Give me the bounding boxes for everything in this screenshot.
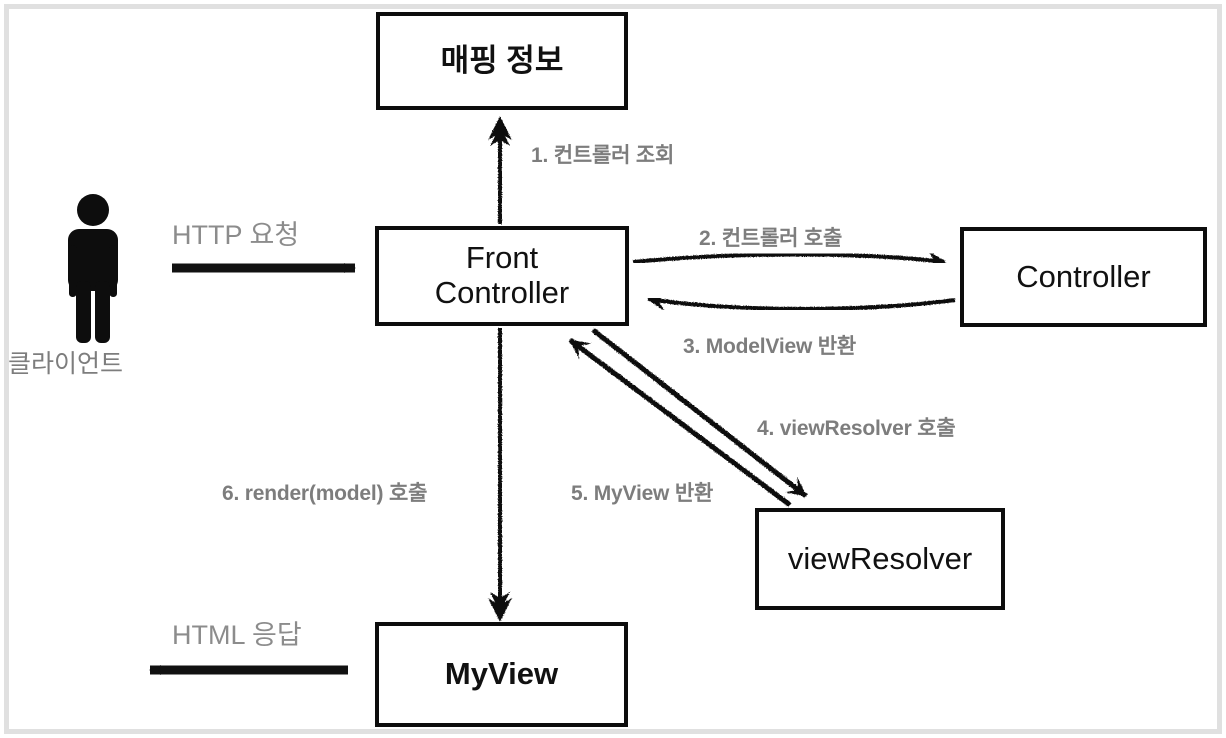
client-caption: 클라이언트 xyxy=(8,350,124,378)
edge-step5 xyxy=(568,338,792,507)
edge-step3 xyxy=(647,291,956,312)
edge-label-step4: 4. viewResolver 호출 xyxy=(757,417,956,440)
node-controller-label: Controller xyxy=(1016,258,1151,294)
node-controller[interactable]: Controller xyxy=(960,227,1207,327)
edge-label-step2: 2. 컨트롤러 호출 xyxy=(699,227,843,250)
edge-step4 xyxy=(591,328,808,498)
edge-step2 xyxy=(632,249,946,270)
node-front-controller[interactable]: Front Controller xyxy=(375,226,629,326)
edge-label-html-response: HTML 응답 xyxy=(172,620,302,650)
edge-label-step5: 5. MyView 반환 xyxy=(571,482,714,505)
node-view-resolver-label: viewResolver xyxy=(787,540,973,576)
node-myview-label: MyView xyxy=(444,656,559,692)
edge-step1 xyxy=(488,116,512,224)
node-mapping-info-label: 매핑 정보 xyxy=(440,42,564,78)
edge-label-step6: 6. render(model) 호출 xyxy=(222,482,428,505)
edge-label-step1: 1. 컨트롤러 조회 xyxy=(531,144,675,167)
person-icon xyxy=(68,194,118,343)
edge-label-step3: 3. ModelView 반환 xyxy=(683,335,856,358)
edge-step6 xyxy=(488,328,512,622)
edge-label-http-request: HTTP 요청 xyxy=(172,220,300,250)
node-view-resolver[interactable]: viewResolver xyxy=(755,508,1005,610)
node-myview[interactable]: MyView xyxy=(375,622,628,727)
node-front-controller-label: Front Controller xyxy=(434,240,570,310)
node-mapping-info[interactable]: 매핑 정보 xyxy=(376,12,628,110)
